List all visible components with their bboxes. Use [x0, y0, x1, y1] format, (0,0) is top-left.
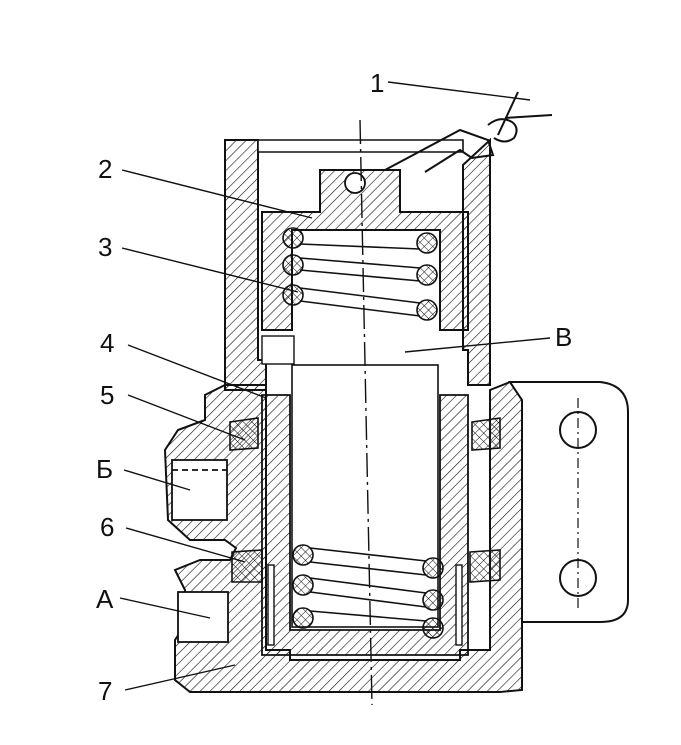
label-v: В [555, 322, 572, 352]
leader-lines [119, 81, 551, 691]
housing-body [163, 137, 523, 693]
upper-spring [282, 227, 438, 321]
spring-cup [261, 169, 469, 331]
label-7: 7 [98, 676, 112, 706]
mounting-flange [508, 381, 629, 623]
center-axis [359, 119, 373, 706]
label-5: 5 [100, 380, 114, 410]
label-b: Б [96, 454, 113, 484]
lower-spring [292, 544, 444, 639]
port-b [171, 459, 228, 521]
label-1: 1 [370, 68, 384, 98]
label-a: А [96, 584, 114, 614]
label-2: 2 [98, 154, 112, 184]
piston-sleeve [261, 394, 469, 656]
label-3: 3 [98, 232, 112, 262]
vent-slots [261, 335, 463, 646]
callout-labels: 1 2 3 4 5 Б 6 А 7 В [96, 68, 572, 706]
label-4: 4 [100, 328, 114, 358]
piston-cavity [291, 364, 439, 628]
seals [229, 417, 501, 583]
label-6: 6 [100, 512, 114, 542]
pin-eye [344, 172, 366, 194]
lever [384, 91, 553, 173]
